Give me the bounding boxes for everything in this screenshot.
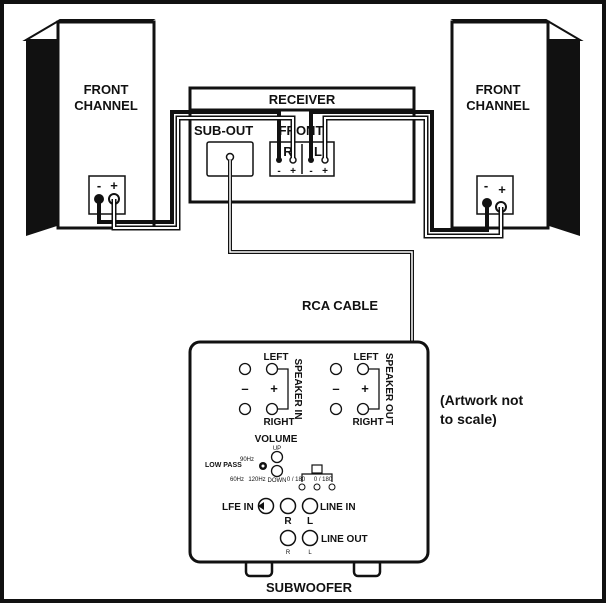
line-out-block: LINE OUT R L [279, 529, 368, 556]
line-in-l-label: L [307, 516, 313, 527]
speaker-out-left-label: LEFT [354, 352, 379, 363]
front-label: FRONT [279, 123, 324, 138]
phase-jack-1[interactable] [298, 483, 306, 491]
subwoofer-panel [188, 340, 430, 564]
volume-down-label: DOWN [268, 478, 287, 484]
line-out-l-jack[interactable] [301, 529, 319, 547]
speaker-out-left-pos-terminal[interactable] [356, 362, 370, 376]
phase-jack-2[interactable] [313, 483, 321, 491]
speaker-out-plus-label: + [361, 381, 369, 396]
front-r-neg-terminal[interactable] [276, 157, 282, 163]
speaker-in-left-neg-terminal[interactable] [238, 362, 252, 376]
right-speaker-terminal-plate [476, 175, 514, 215]
right-speaker-neg-label: - [484, 178, 488, 193]
speaker-in-minus-label: – [241, 381, 248, 396]
right-speaker-wire [309, 110, 504, 239]
receiver-title: RECEIVER [269, 92, 336, 107]
volume-block: VOLUME UP DOWN [255, 434, 298, 484]
volume-up-button[interactable] [270, 450, 284, 464]
front-l-neg-label: - [309, 166, 312, 177]
low-pass-60hz-label: 60Hz [230, 477, 244, 483]
left-speaker-label-1: FRONT [84, 82, 129, 97]
line-in-r-label: R [284, 516, 292, 527]
speaker-in-right-pos-terminal[interactable] [265, 402, 279, 416]
front-r-neg-label: - [277, 166, 280, 177]
line-in-r-jack[interactable] [279, 497, 297, 515]
subwoofer: LEFT RIGHT – + SPEAKER IN LEFT RIGHT – +… [188, 340, 430, 578]
right-speaker-label-1: FRONT [476, 82, 521, 97]
speaker-out-right-neg-terminal[interactable] [329, 402, 343, 416]
sub-out-jack[interactable] [225, 152, 235, 162]
line-out-r-jack[interactable] [279, 529, 297, 547]
speaker-out-right-label: RIGHT [352, 417, 383, 428]
speaker-out-right-pos-terminal[interactable] [356, 402, 370, 416]
left-speaker-terminal-plate [88, 175, 126, 215]
speaker-in-right-label: RIGHT [263, 417, 294, 428]
front-l-pos-label: + [322, 166, 328, 177]
right-speaker-label-2: CHANNEL [466, 98, 530, 113]
line-out-l-label: L [308, 550, 312, 556]
subwoofer-title: SUBWOOFER [266, 580, 353, 595]
front-r-pos-label: + [290, 166, 296, 177]
low-pass-120hz-label: 120Hz [248, 477, 265, 483]
line-out-r-label: R [286, 550, 291, 556]
rca-cable-label: RCA CABLE [302, 298, 378, 313]
right-speaker: FRONT CHANNEL - + [450, 19, 584, 236]
volume-up-label: UP [273, 446, 281, 452]
phase-label-2: 0 / 180 [314, 477, 333, 483]
line-in-label: LINE IN [320, 502, 356, 513]
speaker-in-left-label: LEFT [264, 352, 289, 363]
right-speaker-pos-label: + [498, 182, 506, 197]
left-speaker-label-2: CHANNEL [74, 98, 138, 113]
speaker-in-right-neg-terminal[interactable] [238, 402, 252, 416]
sub-out-label: SUB-OUT [194, 123, 253, 138]
speaker-in-left-pos-terminal[interactable] [265, 362, 279, 376]
phase-label-1: 0 / 180 [287, 477, 306, 483]
phase-switch[interactable] [311, 464, 323, 474]
phase-switch-block: 0 / 180 0 / 180 [287, 464, 336, 491]
front-l-neg-terminal[interactable] [308, 157, 314, 163]
front-l-label: L [314, 144, 322, 159]
phase-jack-3[interactable] [328, 483, 336, 491]
low-pass-block: LOW PASS 90Hz 60Hz 120Hz [205, 457, 267, 483]
receiver: RECEIVER SUB-OUT FRONT R L - + - + [188, 86, 416, 204]
lfe-in-label: LFE IN [222, 502, 254, 513]
line-in-block: LFE IN LINE IN R L [222, 497, 356, 527]
volume-down-button[interactable] [270, 464, 284, 478]
line-out-label: LINE OUT [321, 534, 368, 545]
artwork-note-line-1: (Artwork not [440, 392, 524, 408]
left-speaker-neg-label: - [97, 178, 101, 193]
volume-label: VOLUME [255, 434, 298, 445]
speaker-out-block: LEFT RIGHT – + SPEAKER OUT [329, 352, 394, 428]
speaker-in-plus-label: + [270, 381, 278, 396]
low-pass-90hz-label: 90Hz [240, 457, 254, 463]
left-speaker: FRONT CHANNEL - + [22, 19, 156, 236]
line-in-l-jack[interactable] [301, 497, 319, 515]
speaker-in-label: SPEAKER IN [292, 358, 303, 419]
front-r-label: R [283, 144, 293, 159]
speaker-in-block: LEFT RIGHT – + SPEAKER IN [238, 352, 303, 428]
artwork-note-line-2: to scale) [440, 411, 497, 427]
left-speaker-pos-label: + [110, 178, 118, 193]
speaker-out-label: SPEAKER OUT [383, 353, 394, 425]
left-speaker-wire [97, 110, 296, 231]
speaker-out-minus-label: – [332, 381, 339, 396]
low-pass-label: LOW PASS [205, 462, 242, 469]
speaker-out-left-neg-terminal[interactable] [329, 362, 343, 376]
